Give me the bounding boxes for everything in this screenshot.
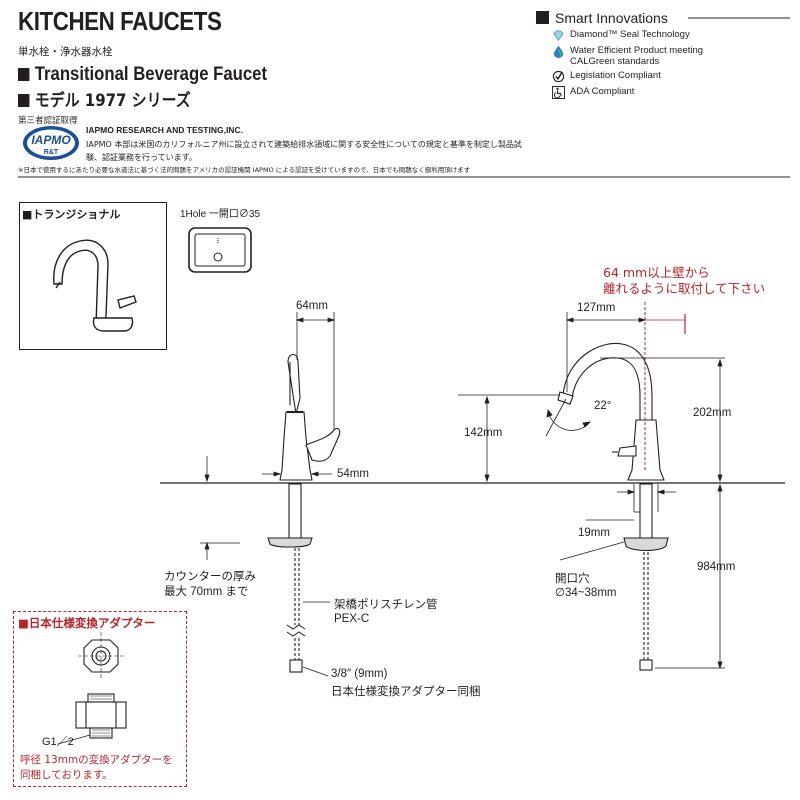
smart-item-label: ADA Compliant <box>570 86 635 97</box>
model-title: モデル 1977 シリーズ <box>18 86 191 111</box>
smart-item-water: Water Efficient Product meeting CALGreen… <box>552 45 730 67</box>
product-title-text: Transitional Beverage Faucet <box>34 64 268 85</box>
product-title: Transitional Beverage Faucet <box>18 64 267 86</box>
model-title-text: モデル 1977 シリーズ <box>34 91 191 111</box>
wall-note-line2: 離れるように取付して下さい <box>603 281 766 296</box>
pipe-label: 架橋ポリスチレン管 <box>334 599 438 611</box>
side-dim-angle: 22° <box>594 400 612 412</box>
adapter-thread-label: G1／2 <box>42 736 74 748</box>
smart-item-label: Water Efficient Product meeting CALGreen… <box>570 45 704 67</box>
side-dim-shank: 984mm <box>697 561 736 573</box>
pipe-sub: PEX-C <box>334 613 370 625</box>
side-dim-spout-height: 142mm <box>464 427 503 439</box>
side-dim-base: 19mm <box>578 527 610 539</box>
smart-item-label: Legislation Compliant <box>570 70 661 81</box>
adapter-box-title: ■日本仕様変換アダプター <box>18 616 156 630</box>
front-dimension-lines <box>200 312 336 677</box>
smart-item-legislation: Legislation Compliant <box>552 70 661 83</box>
adapter-box <box>13 611 187 787</box>
front-dim-top: 64mm <box>296 300 328 312</box>
page-title: KITCHEN FAUCETS <box>18 6 222 36</box>
certification-footnote: ※日本で使用するにあたり必要な水道法に基づく法的問題をアメリカの認証機関 IAP… <box>18 166 471 174</box>
subtitle-jp: 単水栓・浄水器水栓 <box>18 46 113 58</box>
checkmark-circle-icon <box>552 70 565 83</box>
smart-item-ada: ADA Compliant <box>552 86 634 99</box>
hole-size: ∅34~38mm <box>555 587 617 599</box>
smart-innovations-title-text: Smart Innovations <box>555 10 668 26</box>
side-dim-total-height: 202mm <box>693 407 732 419</box>
side-dimension-lines <box>458 312 725 670</box>
iapmo-logo-text: IAPMO <box>31 133 71 147</box>
iapmo-description: IAPMO 本部は米国のカリフォルニア州に設立されて建築給排水領域に関する安全性… <box>86 140 522 162</box>
style-box-label: ■トランジショナル <box>22 208 121 221</box>
side-dim-reach: 127mm <box>577 302 616 314</box>
iapmo-org-name: IAPMO RESEARCH AND TESTING,INC. <box>86 125 243 135</box>
smart-item-label: Diamond™ Seal Technology <box>570 29 690 40</box>
smart-innovations-title: Smart Innovations <box>536 10 668 26</box>
fitting-sub: 日本仕様変換アダプター同梱 <box>331 686 481 698</box>
adapter-note-line2: 同梱しております。 <box>20 769 113 781</box>
wall-note-line1: 64 mm以上壁から <box>603 265 710 280</box>
hole-label: 開口穴 <box>555 573 590 585</box>
diamond-icon <box>553 30 564 41</box>
front-dim-handle: 54mm <box>337 468 369 480</box>
faucet-sketch-icon <box>53 239 137 332</box>
style-box <box>19 202 167 350</box>
side-view-faucet <box>557 342 669 671</box>
counter-note-line1: カウンターの厚み <box>164 571 256 583</box>
front-view-faucet <box>267 353 341 673</box>
iapmo-logo: IAPMO R&T <box>23 126 79 160</box>
hole-spec-label: 1Hole 一開口∅35 <box>180 209 261 220</box>
fitting-label: 3/8″ (9mm) <box>331 668 388 680</box>
water-drop-icon <box>553 45 564 58</box>
wheelchair-icon <box>552 86 565 99</box>
smart-item-diamond: Diamond™ Seal Technology <box>552 29 690 42</box>
adapter-note-line1: 呼径 13mmの変換アダプターを <box>20 754 173 766</box>
counter-note-line2: 最大 70mm まで <box>164 586 249 598</box>
iapmo-logo-subtext: R&T <box>44 149 59 156</box>
adapter-drawing <box>57 632 127 745</box>
sink-top-icon <box>188 227 252 273</box>
certification-heading: 第三者認証取得 <box>18 116 78 126</box>
